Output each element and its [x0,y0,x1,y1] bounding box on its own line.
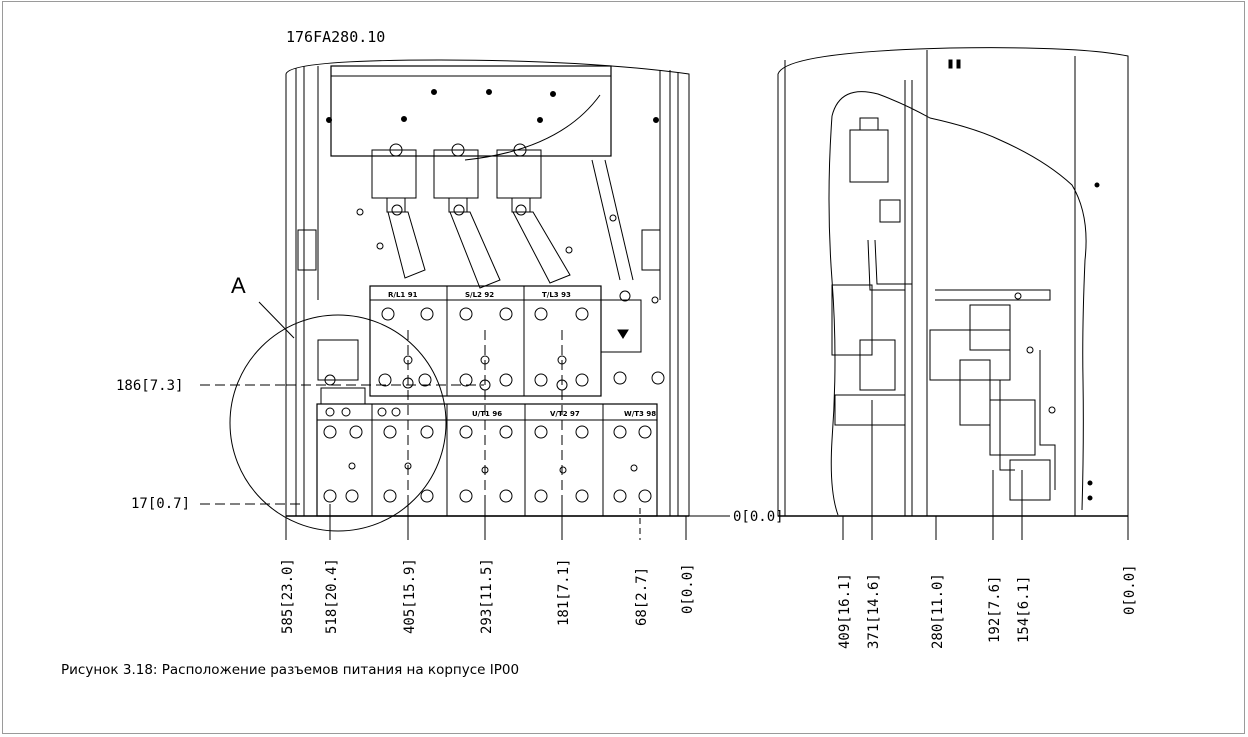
front-hdim-4: 293[11.5] [479,558,495,634]
detail-leader [258,301,295,339]
front-hdim-3: 405[15.9] [402,558,418,634]
terminal-label-w: W/T3 98 [624,410,656,418]
front-vdim-2: 17[0.7] [131,496,190,512]
side-housing-outline [777,47,1129,517]
side-hdim-4: 192[7.6] [987,576,1003,643]
drawing-id: 176FA280.10 [286,28,385,46]
side-hdim-6: 0[0.0] [1122,564,1138,615]
front-hdim-1: 585[23.0] [280,558,296,634]
detail-label: A [231,273,246,298]
side-view [777,47,1129,540]
top-module-2 [433,149,479,199]
detail-circle-a [229,314,447,532]
terminal-label-u: U/T1 96 [472,410,502,418]
side-hdim-5: 154[6.1] [1016,576,1032,643]
figure-caption: Рисунок 3.18: Расположение разъемов пита… [61,662,520,678]
terminal-label-s: S/L2 92 [465,291,494,299]
top-block [330,65,612,157]
front-view [200,59,730,540]
cutaway-outline [831,91,1087,511]
side-terminal-block [831,284,873,356]
output-terminal-holes [323,425,652,503]
terminal-label-t: T/L3 93 [542,291,571,299]
busbar-1 [387,211,426,279]
front-vdim-3: 0[0.0] [733,509,784,525]
front-hdim-7: 0[0.0] [680,563,696,614]
front-hdim-5: 181[7.1] [556,559,572,626]
front-hdim-6: 68[2.7] [634,567,650,626]
busbar-2 [449,211,501,289]
side-hdim-2: 371[14.6] [866,573,882,649]
front-hdim-2: 518[20.4] [324,558,340,634]
top-module-1 [371,149,417,199]
terminal-label-v: V/T2 97 [550,410,580,418]
input-terminal-holes [378,307,589,391]
output-terminal-group [316,403,658,517]
terminal-label-r: R/L1 91 [388,291,418,299]
side-hdim-3: 280[11.0] [930,573,946,649]
side-module-low [1009,459,1051,501]
side-hdim-1: 409[16.1] [837,573,853,649]
front-vdim-1: 186[7.3] [116,378,183,394]
front-housing-outline [285,59,690,517]
side-module-top [849,129,889,183]
top-module-3 [496,149,542,199]
busbar-3 [512,211,571,284]
